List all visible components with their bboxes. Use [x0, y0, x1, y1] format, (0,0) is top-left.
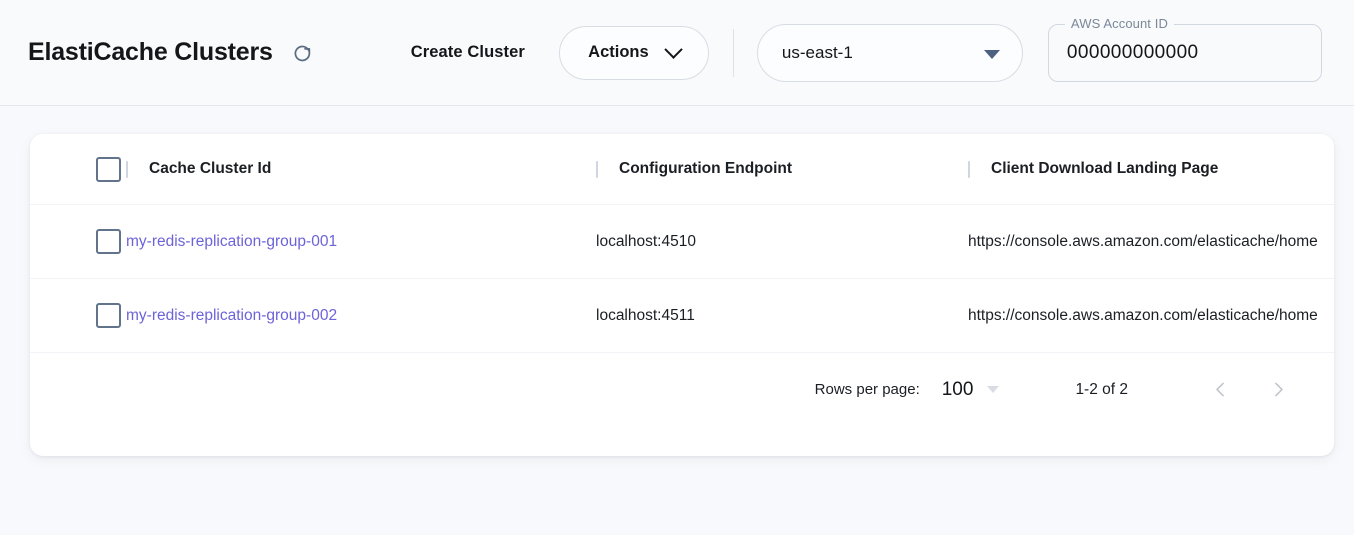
pagination-bar: Rows per page: 100 1-2 of 2: [30, 352, 1334, 426]
cluster-id-link[interactable]: my-redis-replication-group-002: [126, 306, 338, 324]
actions-button[interactable]: Actions: [558, 25, 709, 80]
column-header-label: Client Download Landing Page: [991, 160, 1219, 177]
caret-down-icon: [983, 49, 1000, 59]
aws-account-id-field[interactable]: AWS Account ID 000000000000: [1047, 15, 1322, 82]
table-row[interactable]: my-redis-replication-group-002 localhost…: [30, 278, 1334, 353]
rows-per-page-label: Rows per page:: [814, 381, 920, 398]
table-head: Cache Cluster Id Configuration Endpoint …: [30, 134, 1334, 205]
column-divider: [968, 160, 970, 178]
create-cluster-button[interactable]: Create Cluster: [410, 43, 525, 61]
table-header-row: Cache Cluster Id Configuration Endpoint …: [30, 134, 1334, 205]
column-divider: [126, 160, 128, 178]
region-select-value: us-east-1: [781, 42, 853, 62]
row-checkbox[interactable]: [96, 229, 121, 254]
select-all-checkbox[interactable]: [96, 156, 121, 182]
landing-page-text: https://console.aws.amazon.com/elasticac…: [968, 232, 1318, 250]
cluster-id-link[interactable]: my-redis-replication-group-001: [126, 232, 338, 250]
clusters-table-card: Cache Cluster Id Configuration Endpoint …: [30, 134, 1334, 456]
landing-page-text: https://console.aws.amazon.com/elasticac…: [968, 306, 1318, 324]
cell-cluster-id: my-redis-replication-group-002: [126, 278, 596, 353]
column-header-label: Configuration Endpoint: [619, 160, 793, 177]
aws-account-id-label: AWS Account ID: [1064, 15, 1174, 31]
main-content: Cache Cluster Id Configuration Endpoint …: [0, 106, 1354, 456]
toolbar-divider: [732, 28, 734, 77]
select-all-header: [30, 134, 126, 205]
row-select-cell: [30, 204, 126, 279]
chevron-down-icon: [663, 40, 683, 59]
rows-per-page-value: 100: [941, 378, 974, 400]
table-row[interactable]: my-redis-replication-group-001 localhost…: [30, 204, 1334, 279]
cell-endpoint: localhost:4511: [596, 278, 968, 353]
row-checkbox[interactable]: [96, 303, 121, 329]
aws-account-id-value: 000000000000: [1066, 41, 1199, 63]
column-header-endpoint[interactable]: Configuration Endpoint: [596, 134, 968, 205]
actions-button-label: Actions: [588, 43, 649, 61]
refresh-icon[interactable]: [287, 38, 317, 68]
clusters-table: Cache Cluster Id Configuration Endpoint …: [30, 134, 1334, 353]
column-header-label: Cache Cluster Id: [149, 160, 272, 177]
column-header-landing-page[interactable]: Client Download Landing Page: [968, 134, 1334, 205]
page-title: ElastiCache Clusters: [28, 38, 273, 66]
app-header: ElastiCache Clusters Create Cluster Acti…: [0, 0, 1354, 106]
chevron-left-icon[interactable]: [1198, 368, 1242, 412]
caret-down-icon: [987, 386, 1000, 393]
table-body: my-redis-replication-group-001 localhost…: [30, 204, 1334, 353]
chevron-right-icon[interactable]: [1256, 368, 1300, 412]
column-header-cluster-id[interactable]: Cache Cluster Id: [126, 134, 596, 205]
cell-endpoint: localhost:4510: [596, 204, 968, 279]
row-select-cell: [30, 278, 126, 353]
cell-landing-page: https://console.aws.amazon.com/elasticac…: [968, 278, 1334, 353]
rows-per-page-select[interactable]: 100: [942, 379, 1000, 401]
cell-landing-page: https://console.aws.amazon.com/elasticac…: [968, 204, 1334, 279]
region-select[interactable]: us-east-1: [756, 23, 1023, 82]
column-divider: [596, 160, 598, 178]
cell-cluster-id: my-redis-replication-group-001: [126, 204, 596, 279]
pagination-range: 1-2 of 2: [1075, 380, 1128, 398]
